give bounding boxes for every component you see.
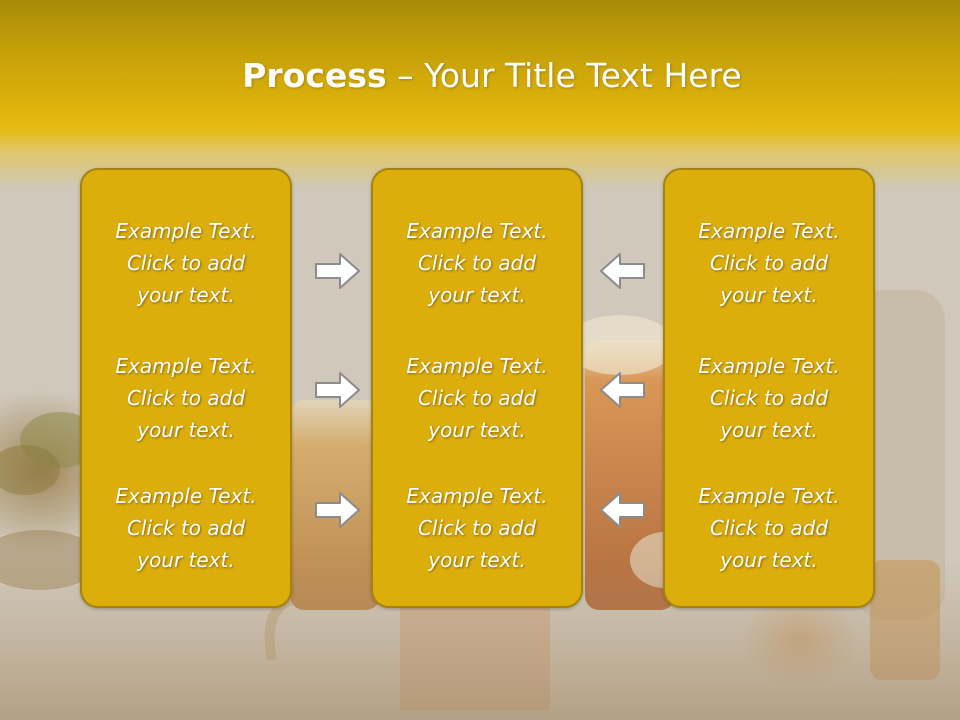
text-line: Click to add [126, 516, 246, 540]
title-bold: Process [242, 56, 387, 95]
text-line: Click to add [417, 386, 537, 410]
text-line: Click to add [126, 386, 246, 410]
text-line: Click to add [417, 516, 537, 540]
arrow-right-icon [315, 372, 360, 408]
text-line: your text. [137, 283, 235, 307]
text-block[interactable]: Example Text. Click to add your text. [373, 480, 581, 576]
text-line: Example Text. [698, 354, 840, 378]
text-line: your text. [137, 418, 235, 442]
arrow-left-icon [600, 253, 645, 289]
text-line: Example Text. [698, 484, 840, 508]
process-box-left[interactable]: Example Text. Click to add your text. Ex… [80, 168, 292, 608]
text-line: Example Text. [115, 219, 257, 243]
text-line: your text. [428, 283, 526, 307]
text-line: Click to add [709, 516, 829, 540]
text-block[interactable]: Example Text. Click to add your text. [82, 350, 290, 446]
text-line: Click to add [126, 251, 246, 275]
text-line: Example Text. [115, 354, 257, 378]
text-line: your text. [720, 418, 818, 442]
process-box-middle[interactable]: Example Text. Click to add your text. Ex… [371, 168, 583, 608]
text-line: your text. [428, 418, 526, 442]
text-block[interactable]: Example Text. Click to add your text. [82, 480, 290, 576]
text-line: Click to add [709, 386, 829, 410]
title-banner [0, 0, 960, 190]
text-block[interactable]: Example Text. Click to add your text. [665, 350, 873, 446]
text-line: Example Text. [698, 219, 840, 243]
slide-title[interactable]: Process – Your Title Text Here [0, 56, 960, 95]
text-line: Click to add [417, 251, 537, 275]
text-line: Example Text. [406, 484, 548, 508]
text-block[interactable]: Example Text. Click to add your text. [82, 215, 290, 311]
text-line: your text. [428, 548, 526, 572]
arrow-left-icon [600, 492, 645, 528]
arrow-right-icon [315, 253, 360, 289]
text-line: Click to add [709, 251, 829, 275]
text-line: Example Text. [406, 354, 548, 378]
process-box-right[interactable]: Example Text. Click to add your text. Ex… [663, 168, 875, 608]
text-line: your text. [137, 548, 235, 572]
text-line: Example Text. [115, 484, 257, 508]
text-block[interactable]: Example Text. Click to add your text. [665, 215, 873, 311]
text-block[interactable]: Example Text. Click to add your text. [373, 215, 581, 311]
text-line: your text. [720, 548, 818, 572]
arrow-right-icon [315, 492, 360, 528]
arrow-left-icon [600, 372, 645, 408]
text-block[interactable]: Example Text. Click to add your text. [665, 480, 873, 576]
title-rest: – Your Title Text Here [386, 56, 742, 95]
text-line: Example Text. [406, 219, 548, 243]
text-line: your text. [720, 283, 818, 307]
text-block[interactable]: Example Text. Click to add your text. [373, 350, 581, 446]
